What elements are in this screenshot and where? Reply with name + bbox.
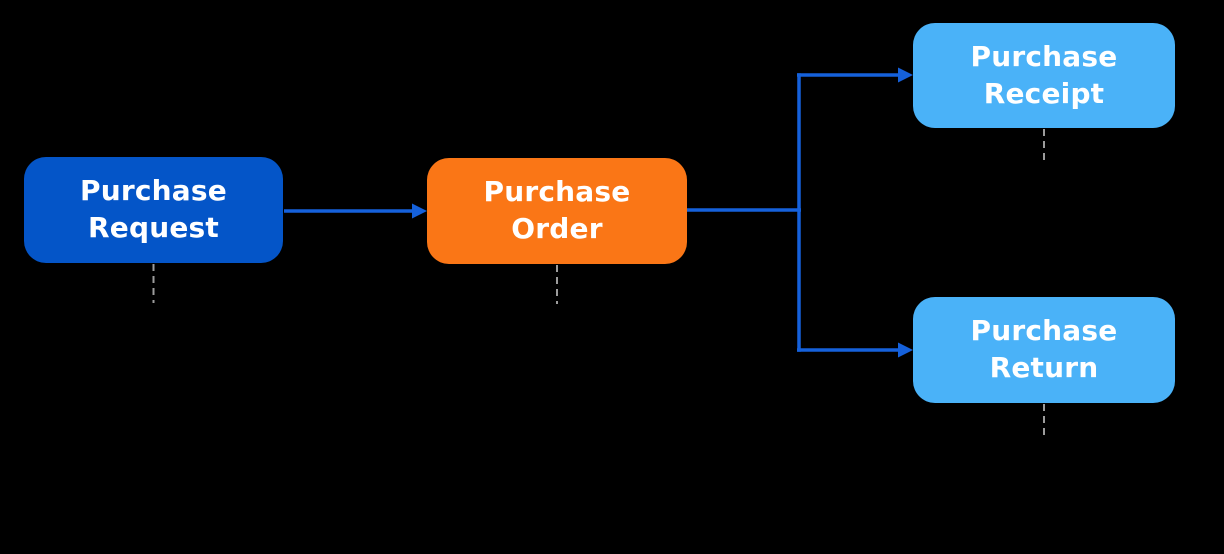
node-purchase-return-label: Purchase Return bbox=[970, 314, 1118, 384]
node-purchase-order-label: Purchase Order bbox=[483, 175, 631, 245]
arrowhead-order bbox=[412, 203, 427, 219]
node-purchase-order[interactable]: Purchase Order bbox=[427, 158, 687, 264]
node-purchase-receipt-label: Purchase Receipt bbox=[970, 39, 1118, 110]
arrowhead-return bbox=[898, 342, 913, 358]
node-purchase-request-label: Purchase Request bbox=[80, 174, 227, 244]
node-purchase-return[interactable]: Purchase Return bbox=[913, 297, 1175, 403]
node-purchase-receipt[interactable]: Purchase Receipt bbox=[913, 23, 1175, 128]
node-purchase-request[interactable]: Purchase Request bbox=[24, 157, 283, 263]
arrowhead-receipt bbox=[898, 67, 913, 83]
